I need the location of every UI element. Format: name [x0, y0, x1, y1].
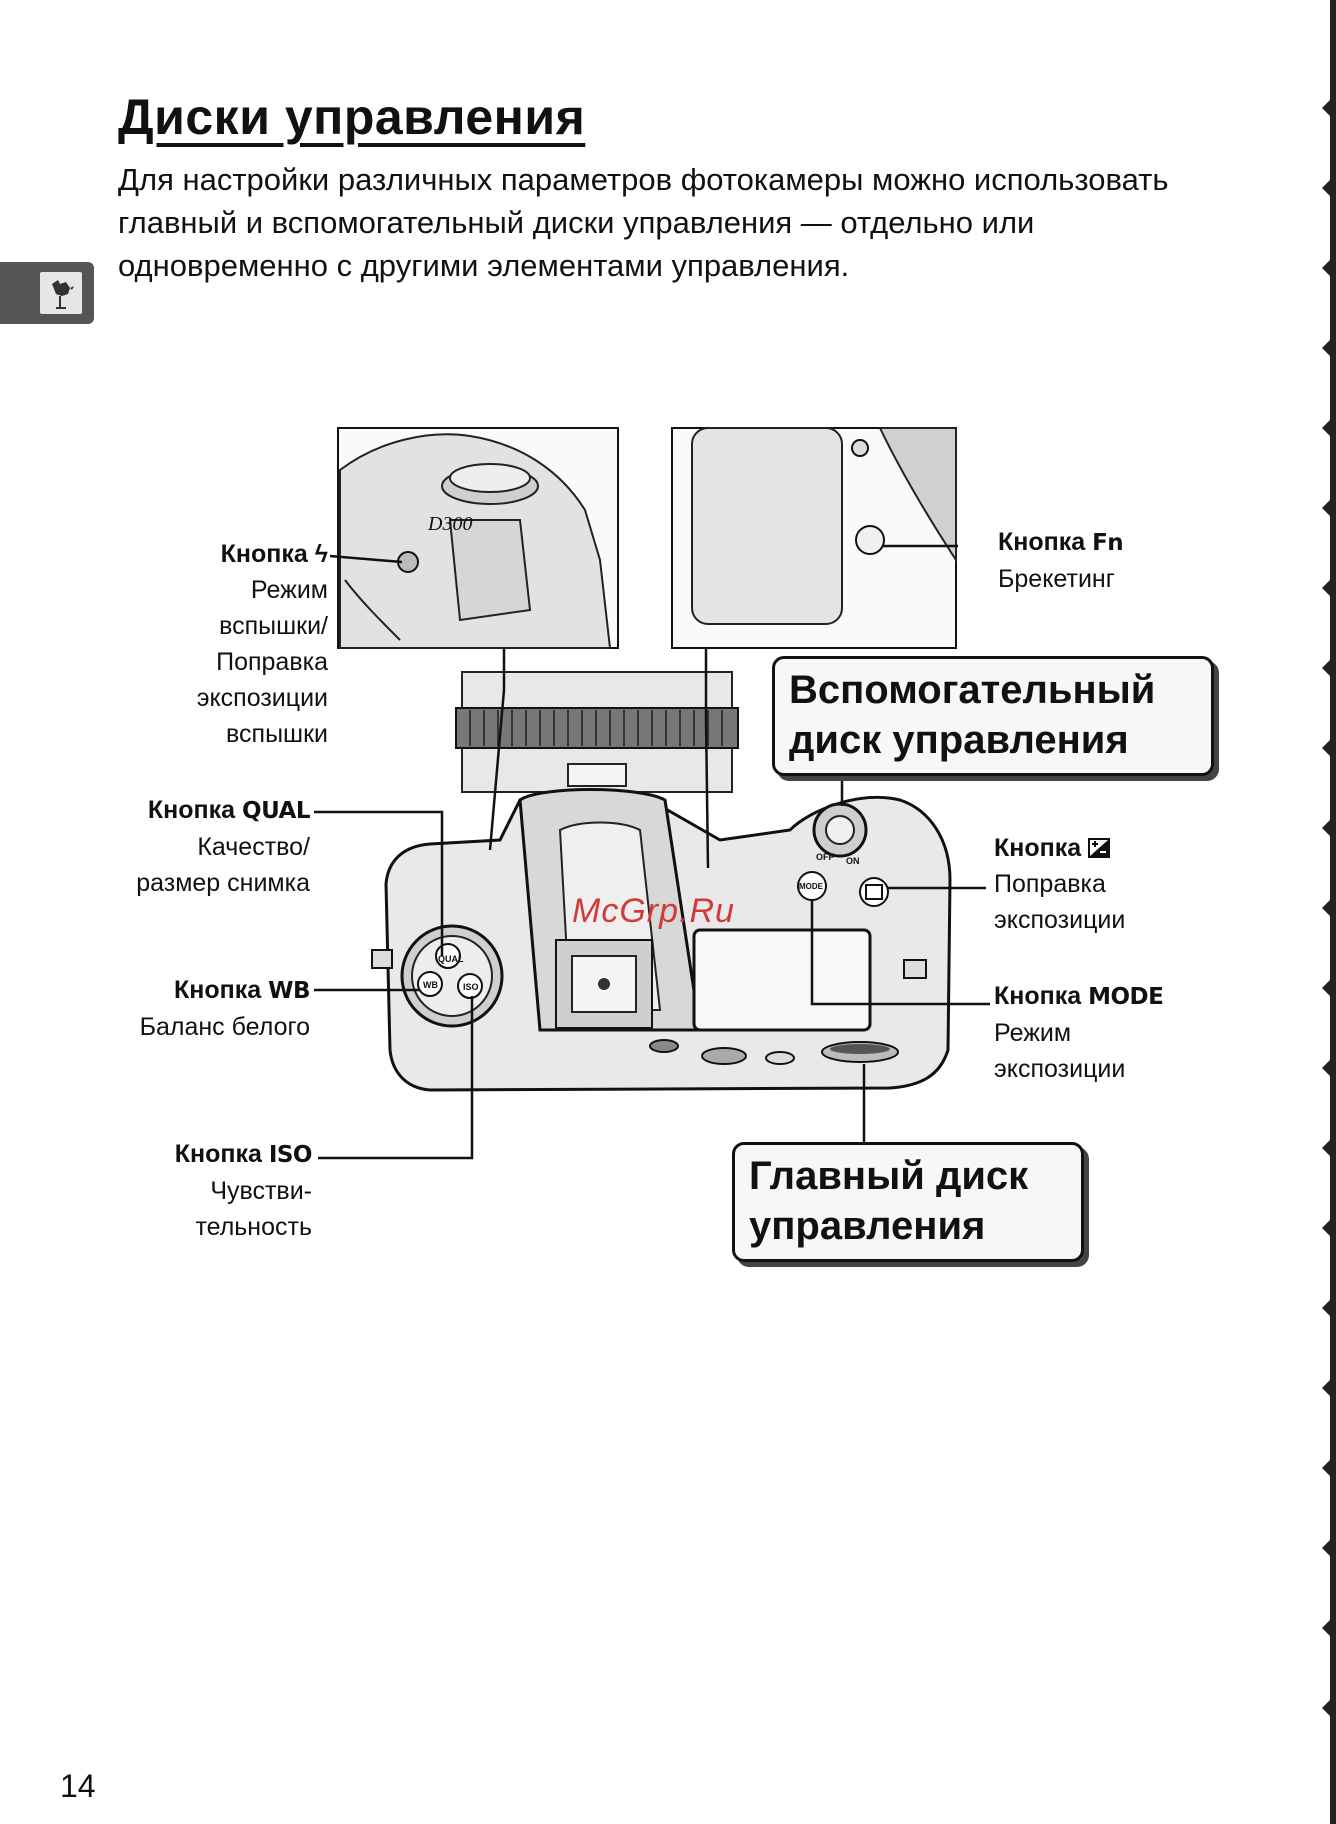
front-view-inset — [671, 427, 957, 649]
callout-iso-code: ISO — [268, 1142, 313, 1168]
page-number: 14 — [60, 1768, 96, 1804]
callout-flash: Кнопка ϟ Режим вспышки/ Поправка экспози… — [150, 536, 328, 752]
callout-fn-head: Кнопка — [998, 528, 1093, 556]
sub-dial-label-box: Вспомогательный диск управления — [772, 656, 1214, 776]
callout-mode-desc: Режим экспозиции — [994, 1019, 1126, 1083]
callout-exposure-comp-head: Кнопка — [994, 834, 1089, 862]
iso-marking: ISO — [463, 982, 479, 992]
rooster-icon — [40, 272, 82, 314]
qual-marking: QUAL — [438, 954, 464, 964]
callout-qual-desc: Качество/ размер снимка — [136, 833, 310, 897]
callout-wb: Кнопка WB Баланс белого — [120, 972, 311, 1045]
callout-iso: Кнопка ISO Чувстви- тельность — [120, 1136, 313, 1245]
model-badge: D300 — [427, 513, 472, 535]
callout-mode-title: Кнопка MODE — [994, 978, 1194, 1015]
binding-edge — [1322, 0, 1336, 1824]
callout-exposure-comp: Кнопка Поправка экспозиции — [994, 830, 1184, 938]
callout-fn-desc: Брекетинг — [998, 565, 1115, 593]
callout-flash-title: Кнопка ϟ — [150, 536, 328, 572]
watermark: McGrp.Ru — [572, 892, 735, 930]
callout-wb-code: WB — [268, 978, 310, 1004]
callout-qual-head: Кнопка — [147, 796, 243, 824]
callout-iso-head: Кнопка — [174, 1140, 269, 1168]
callout-iso-desc: Чувстви- тельность — [195, 1177, 312, 1241]
on-marking: ON — [846, 856, 860, 866]
mode-marking: MODE — [799, 882, 824, 891]
callout-flash-head: Кнопка — [220, 540, 315, 568]
callout-qual-code: QUAL — [242, 798, 310, 824]
callout-iso-title: Кнопка ISO — [120, 1136, 313, 1173]
callout-fn: Кнопка Fn Брекетинг — [998, 524, 1178, 597]
off-marking: OFF — [816, 852, 834, 862]
callout-mode-code: MODE — [1088, 984, 1164, 1010]
section-tab — [0, 262, 94, 324]
callout-qual-title: Кнопка QUAL — [120, 792, 311, 829]
side-view-inset: D300 — [337, 427, 619, 649]
callout-mode-head: Кнопка — [994, 982, 1089, 1010]
callout-flash-desc: Режим вспышки/ Поправка экспозиции вспыш… — [196, 576, 328, 748]
leader-lines — [314, 544, 990, 1160]
callout-wb-desc: Баланс белого — [139, 1013, 310, 1041]
main-dial-label-box: Главный диск управления — [732, 1142, 1084, 1262]
page-title: Диски управления — [118, 89, 586, 145]
callout-fn-code: Fn — [1092, 530, 1124, 556]
wb-marking: WB — [423, 980, 438, 990]
intro-paragraph: Для настройки различных параметров фоток… — [118, 162, 1169, 283]
callout-exposure-comp-title: Кнопка — [994, 830, 1184, 866]
flash-icon: ϟ — [314, 540, 328, 568]
callout-mode: Кнопка MODE Режим экспозиции — [994, 978, 1194, 1087]
exposure-compensation-icon — [1088, 834, 1111, 862]
callout-wb-title: Кнопка WB — [120, 972, 310, 1009]
callout-wb-head: Кнопка — [174, 976, 269, 1004]
callout-fn-title: Кнопка Fn — [998, 524, 1178, 561]
callout-exposure-comp-desc: Поправка экспозиции — [994, 870, 1126, 934]
callout-qual: Кнопка QUAL Качество/ размер снимка — [120, 792, 310, 901]
fn-button-icon — [855, 525, 885, 555]
